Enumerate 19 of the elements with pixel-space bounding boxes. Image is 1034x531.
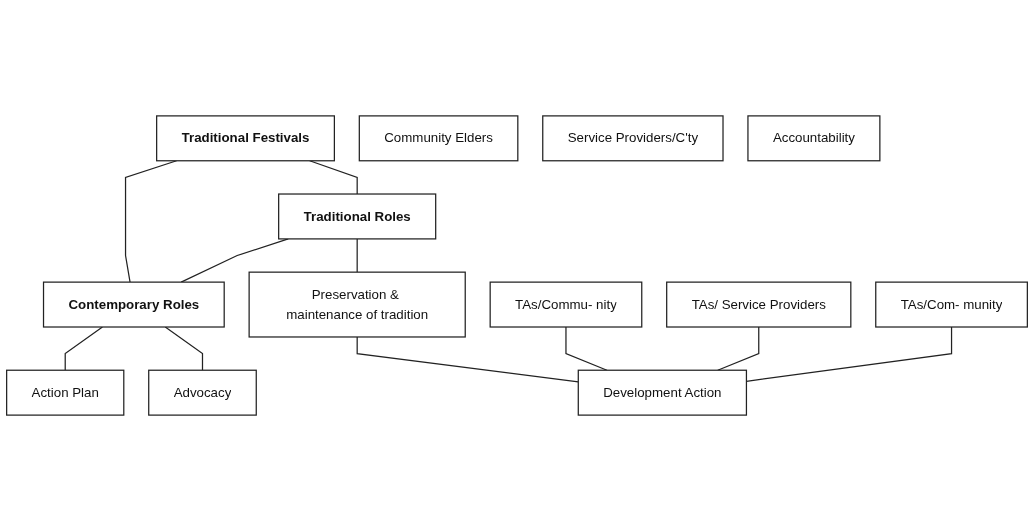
- node-box: TAs/Commu- nity: [489, 281, 643, 328]
- node-box: Accountability: [747, 115, 881, 162]
- node-box: Traditional Festivals: [156, 115, 335, 162]
- node-box: Action Plan: [6, 369, 125, 416]
- node-box: Service Providers/C'ty: [542, 115, 724, 162]
- node-box: TAs/ Service Providers: [666, 281, 852, 328]
- node-box: Development Action: [577, 369, 748, 416]
- connector: [309, 160, 358, 195]
- connector: [64, 326, 104, 371]
- node-box: Traditional Roles: [278, 193, 437, 240]
- connector: [356, 238, 358, 273]
- node-box: Community Elders: [358, 115, 519, 162]
- connector: [164, 326, 204, 371]
- node-box: Preservation & maintenance of tradition: [248, 271, 466, 338]
- node-box: Contemporary Roles: [42, 281, 225, 328]
- connector: [356, 336, 579, 383]
- node-box: Advocacy: [148, 369, 257, 416]
- connector: [124, 160, 178, 283]
- node-box: TAs/Com- munity: [875, 281, 1028, 328]
